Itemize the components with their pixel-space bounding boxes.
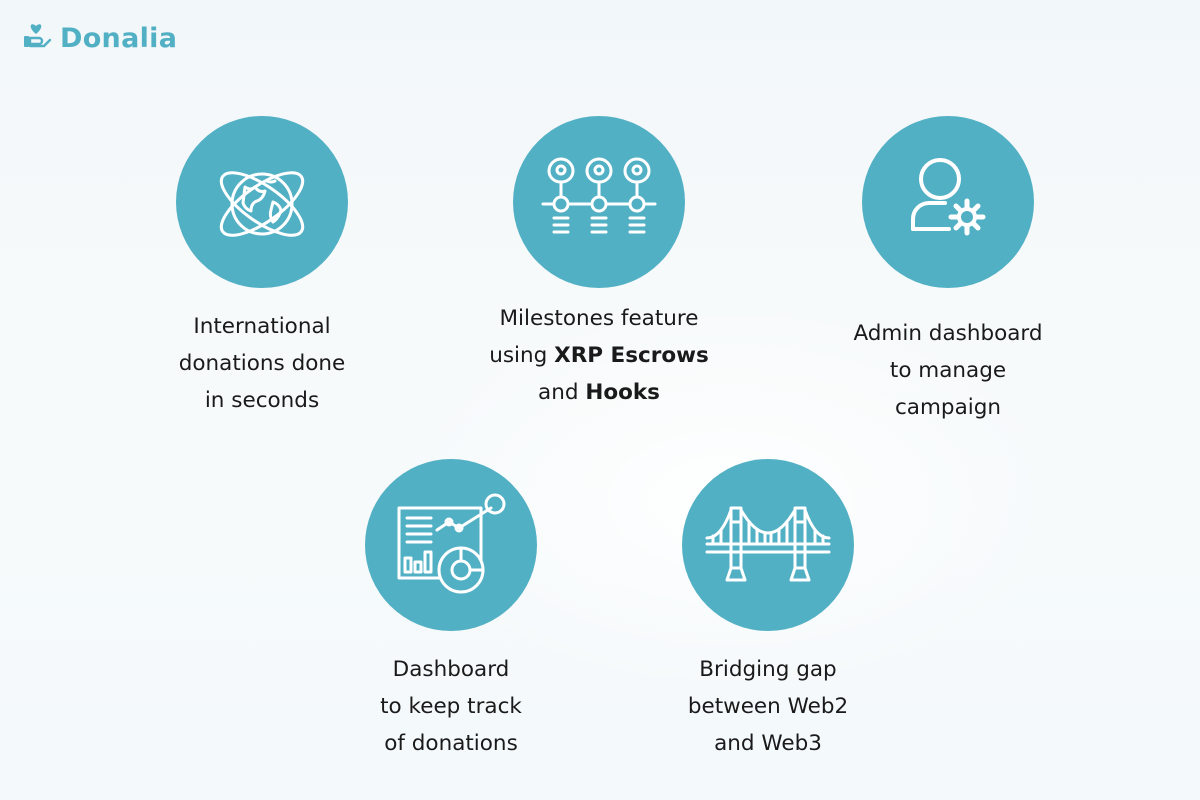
feature-milestones: Milestones feature using XRP Escrows and… — [449, 116, 749, 411]
feature-donation-dashboard: Dashboard to keep track of donations — [301, 459, 601, 762]
admin-user-gear-icon — [911, 158, 986, 236]
caption-line: Dashboard — [392, 657, 510, 682]
brand-logo[interactable]: Donalia — [22, 22, 177, 55]
analytics-dashboard-icon — [397, 493, 506, 594]
feature-admin-dashboard: Admin dashboard to manage campaign — [798, 116, 1098, 426]
feature-icon-circle — [176, 116, 348, 288]
feature-caption: Admin dashboard to manage campaign — [798, 315, 1098, 426]
feature-bridging-gap: Bridging gap between Web2 and Web3 — [618, 459, 918, 762]
caption-line: Admin dashboard — [853, 321, 1043, 346]
bridge-icon — [705, 506, 831, 582]
heart-hand-icon — [22, 22, 52, 55]
caption-line: between Web2 — [687, 694, 849, 719]
caption-line: and Web3 — [714, 731, 822, 756]
milestones-pins-icon — [541, 157, 657, 234]
globe-orbit-icon — [219, 171, 305, 237]
caption-line: of donations — [384, 731, 518, 756]
feature-icon-circle — [862, 116, 1034, 288]
caption-line: using XRP Escrows — [449, 337, 749, 374]
caption-highlight: Hooks — [585, 380, 660, 405]
caption-line: campaign — [894, 395, 1001, 420]
feature-caption: Bridging gap between Web2 and Web3 — [618, 651, 918, 762]
caption-text: using — [489, 343, 555, 368]
caption-line: International — [193, 314, 331, 339]
caption-line: in seconds — [204, 388, 320, 413]
caption-line: and Hooks — [449, 374, 749, 411]
feature-international-donations: International donations done in seconds — [112, 116, 412, 419]
caption-line: to keep track — [380, 694, 522, 719]
brand-name: Donalia — [60, 23, 178, 54]
feature-icon-circle — [682, 459, 854, 631]
caption-highlight: XRP Escrows — [554, 343, 709, 368]
caption-line: donations done — [178, 351, 346, 376]
feature-caption: Dashboard to keep track of donations — [301, 651, 601, 762]
feature-caption: Milestones feature using XRP Escrows and… — [449, 300, 749, 411]
caption-line: to manage — [889, 358, 1007, 383]
feature-caption: International donations done in seconds — [112, 308, 412, 419]
feature-icon-circle — [513, 116, 685, 288]
caption-text: and — [538, 380, 586, 405]
caption-line: Bridging gap — [699, 657, 837, 682]
feature-icon-circle — [365, 459, 537, 631]
caption-line: Milestones feature — [499, 306, 699, 331]
